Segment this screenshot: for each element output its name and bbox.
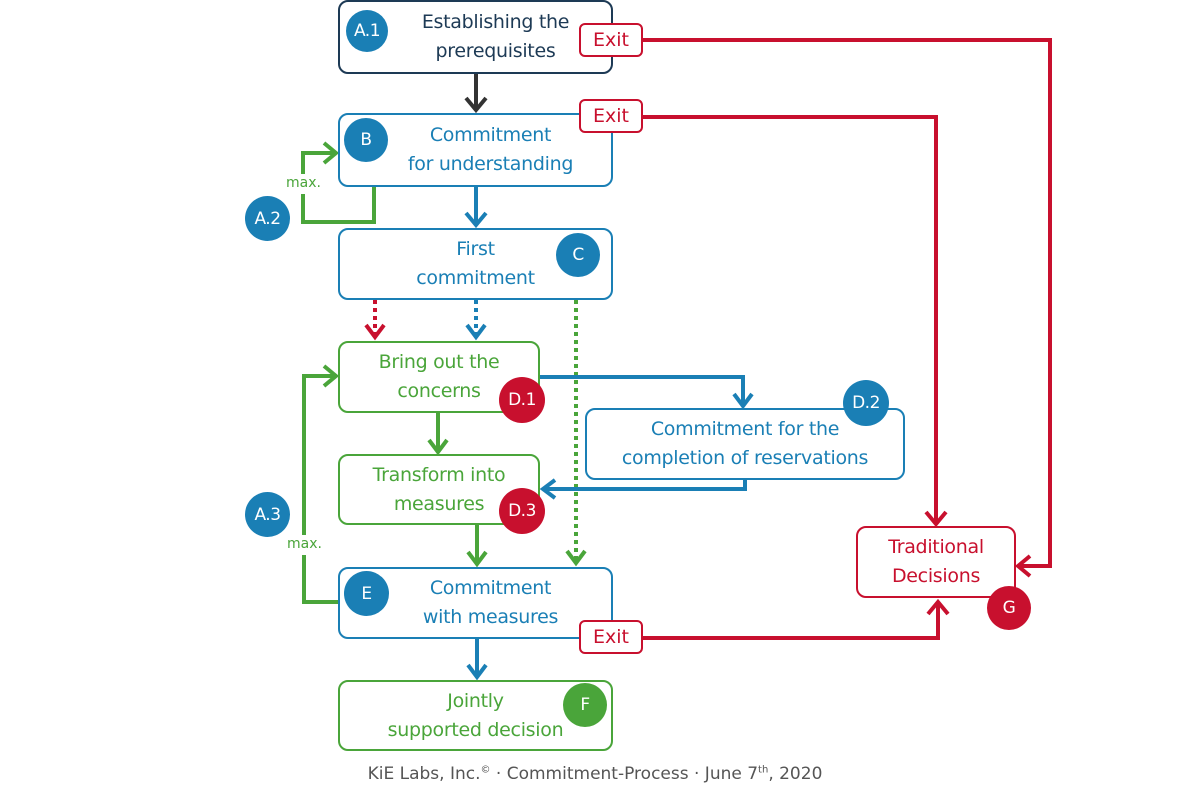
footer-caption: KiE Labs, Inc.© · Commitment-Process · J… [0, 764, 1190, 784]
exit-button-e[interactable]: Exit [579, 620, 643, 654]
loop-a3-max-label: max. [287, 536, 322, 552]
node-c-text: First commitment [416, 238, 535, 289]
arrowhead-a1-to-b [464, 96, 488, 114]
loop-a2-max-label: max. [286, 175, 321, 191]
footer-company: KiE Labs, Inc. [367, 764, 481, 784]
node-f-text: Jointly supported decision [387, 689, 564, 741]
loop-a3 [302, 374, 338, 604]
node-e-text: Commitment with measures [422, 577, 559, 628]
arrow-exit-e-to-g [643, 602, 940, 640]
arrowhead-exit-b [924, 510, 948, 528]
badge-f: F [563, 683, 607, 727]
arrowhead-d2-to-d3 [539, 478, 557, 500]
badge-d2: D.2 [843, 380, 889, 426]
footer-year: , 2020 [768, 764, 823, 784]
arrow-exit-a1-to-g [643, 38, 1052, 568]
node-d1-text: Bring out the concerns [378, 351, 500, 402]
arrowhead-exit-e [926, 598, 950, 616]
arrowhead-d1-to-d3 [427, 438, 449, 456]
node-d3-text: Transform into measures [372, 463, 506, 515]
node-b-commitment-for-understanding[interactable]: Commitment for understanding [338, 113, 613, 187]
footer-copyright: © [480, 764, 491, 776]
arrowhead-b-to-c [464, 211, 488, 229]
arrow-d2-to-d3 [543, 478, 747, 491]
badge-a2-loop: A.2 [245, 196, 290, 241]
arrowhead-c-red [364, 323, 386, 341]
node-g-text: Traditional Decisions [888, 536, 984, 587]
arrowhead-exit-a1 [1014, 554, 1032, 578]
arrowhead-loop-a2 [322, 141, 340, 165]
badge-a3-loop: A.3 [245, 492, 290, 537]
footer-ordinal: th [758, 764, 769, 776]
arrowhead-d3-to-e [466, 550, 488, 568]
arrow-exit-b-to-g [643, 115, 938, 524]
badge-e: E [344, 571, 389, 616]
node-g-traditional-decisions[interactable]: Traditional Decisions [856, 526, 1016, 598]
node-d2-text: Commitment for the completion of reserva… [621, 418, 869, 469]
node-a1-text: Establishing the prerequisites [421, 11, 570, 62]
arrowhead-c-blue [465, 323, 487, 341]
arrowhead-e-to-f [466, 663, 488, 681]
badge-a1: A.1 [346, 10, 388, 52]
arrowhead-loop-a3 [322, 364, 340, 388]
badge-c: C [556, 233, 600, 277]
arrowhead-d1-to-d2 [732, 392, 754, 410]
badge-b: B [344, 118, 388, 162]
badge-d3: D.3 [499, 488, 545, 534]
badge-d1: D.1 [499, 377, 545, 423]
loop-a2 [301, 151, 376, 224]
exit-button-b[interactable]: Exit [579, 99, 643, 133]
arrow-d1-to-d2 [540, 375, 745, 405]
node-b-text: Commitment for understanding [407, 124, 574, 175]
exit-button-a1[interactable]: Exit [579, 23, 643, 57]
arrowhead-c-to-e [565, 549, 587, 567]
badge-g: G [987, 586, 1031, 630]
footer-process: · Commitment-Process · June 7 [490, 764, 759, 784]
